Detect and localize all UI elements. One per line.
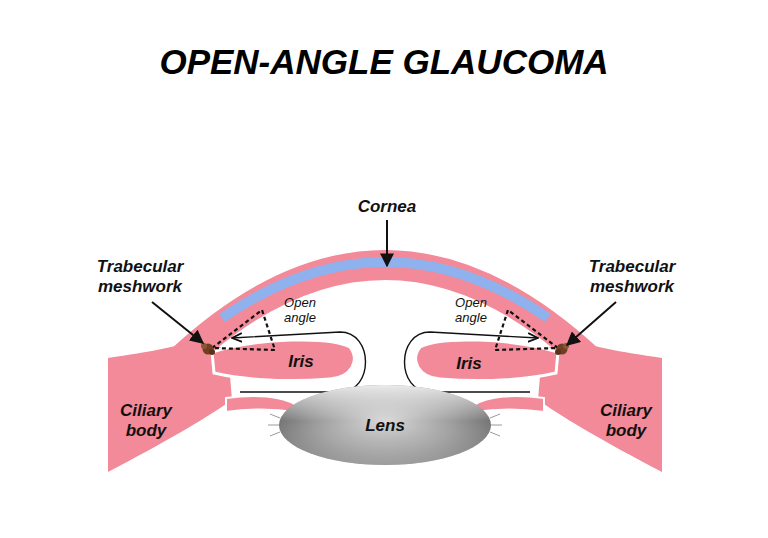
part-label: Lens [355, 416, 415, 436]
cornea-blue-layer [222, 262, 548, 318]
lens-shape [268, 385, 502, 465]
zonule-line [490, 414, 500, 418]
aqueous-flow-arrow [232, 332, 366, 392]
part-label: Open angle [275, 296, 325, 326]
leader-arrow [567, 302, 616, 345]
cornea-shape [170, 250, 600, 350]
iris-root-flange [226, 396, 296, 412]
lens-body [279, 385, 491, 465]
part-label: Ciliary body [595, 401, 657, 442]
zonule-line [268, 425, 280, 426]
part-label: Iris [276, 352, 326, 372]
meshwork-blob [209, 349, 215, 355]
zonule-line [490, 425, 502, 426]
diagram-title: OPEN-ANGLE GLAUCOMA [159, 42, 608, 82]
part-label: Trabecular meshwork [84, 257, 196, 298]
part-label: Open angle [446, 296, 496, 326]
leader-arrow [386, 220, 388, 266]
zonule-line [490, 432, 500, 436]
zonule-line [270, 414, 280, 418]
meshwork-blob [201, 343, 207, 349]
iris-shape [212, 340, 354, 381]
part-label: Ciliary body [115, 401, 177, 442]
lens-highlight [279, 385, 491, 465]
zonule-line [270, 432, 280, 436]
open-angle-triangle [212, 310, 275, 350]
part-label: Trabecular meshwork [576, 257, 688, 298]
part-label: Iris [444, 354, 494, 374]
part-label: Cornea [342, 197, 432, 217]
leader-arrow [152, 302, 203, 343]
trabecular-meshwork-dot [201, 343, 215, 355]
